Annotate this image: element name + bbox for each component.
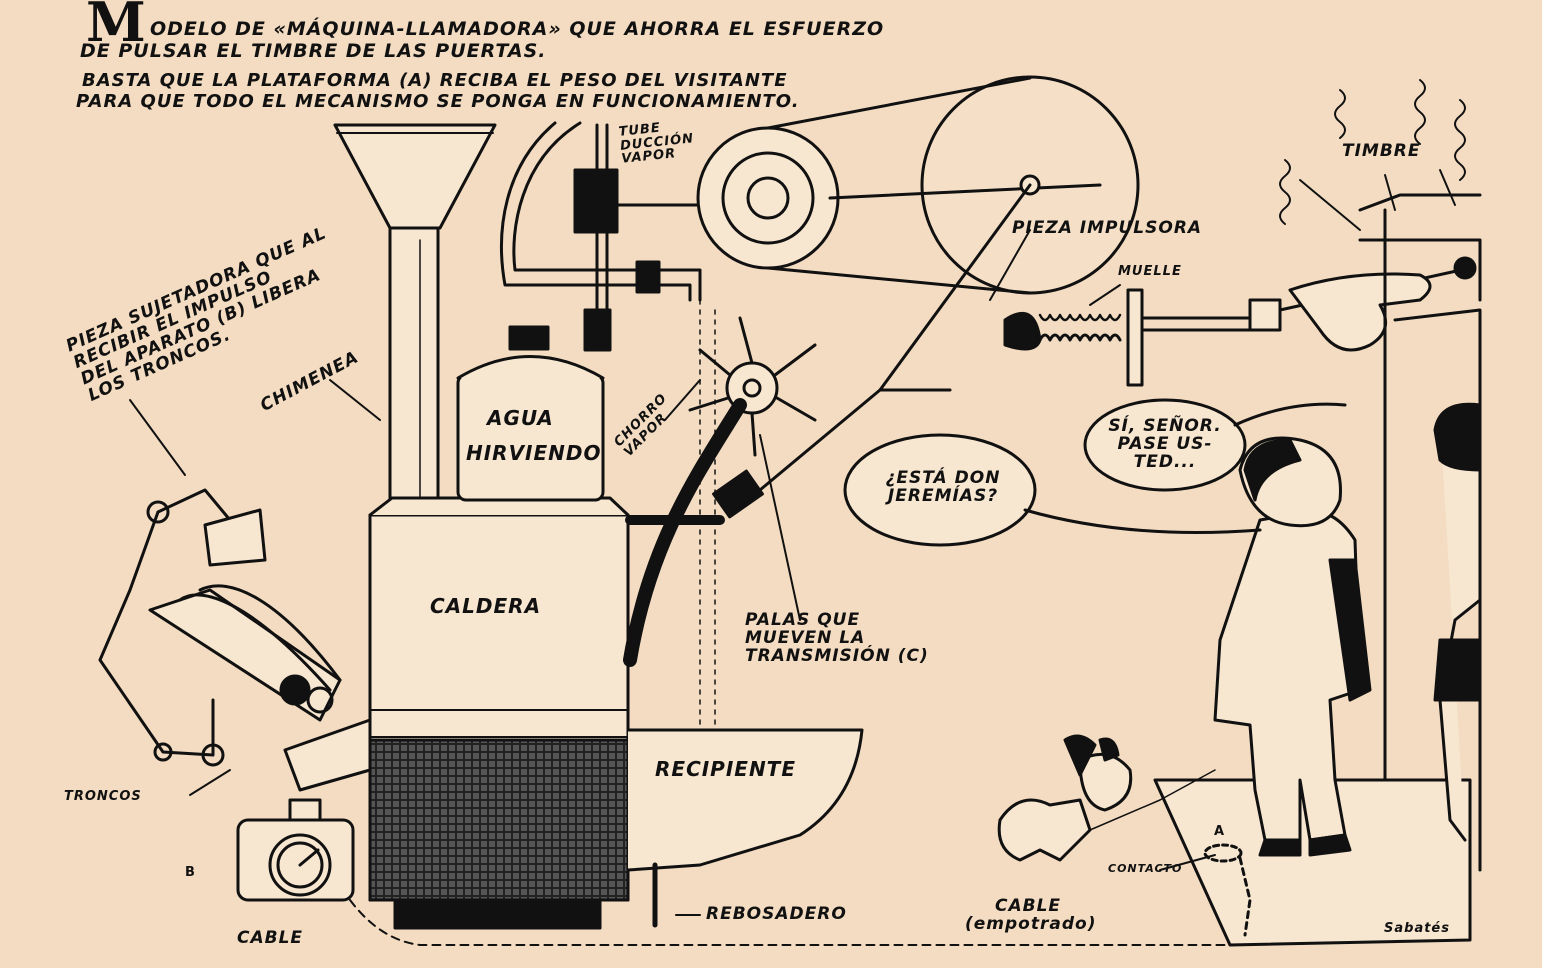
cable-embedded (349, 899, 1231, 946)
recipiente-label: RECIPIENTE (655, 757, 796, 781)
palas-line-3: TRANSMISIÓN (C) (745, 645, 929, 666)
title-line-1: ODELO DE «MÁQUINA-LLAMADORA» QUE AHORRA … (150, 18, 885, 40)
paddle-wheel (623, 316, 817, 667)
maid-speech: SÍ, SEÑOR. PASE US- TED... (1108, 416, 1222, 472)
speech-bubbles (843, 398, 1347, 547)
title-initial: M (86, 0, 147, 54)
dog (997, 734, 1216, 862)
title-line-2: DE PULSAR EL TIMBRE DE LAS PUERTAS. (80, 40, 547, 62)
muelle-label: MUELLE (1118, 264, 1182, 279)
visitor-man (1213, 436, 1372, 857)
palas-line-1: PALAS QUE (745, 610, 861, 630)
timbre-label: TIMBRE (1342, 141, 1421, 161)
visitor-speech: ¿ESTÁ DON JEREMÍAS? (885, 468, 1001, 506)
pointer-lines (129, 229, 1216, 916)
hirviendo-label: HIRVIENDO (466, 441, 602, 465)
a-label: A (1214, 824, 1226, 839)
troncos-label: TRONCOS (64, 789, 142, 804)
empotrado-label: (empotrado) (965, 914, 1097, 934)
platform-a (1153, 778, 1472, 947)
tuberia-vapor-label: TUBE DUCCIÓN VAPOR (618, 118, 696, 167)
bell-sound-lines (1279, 79, 1466, 231)
agua-label: AGUA (487, 406, 554, 430)
pieza-impulsora-label: PIEZA IMPULSORA (1012, 218, 1203, 238)
pressing-hand (1288, 272, 1432, 352)
title-line-4: PARA QUE TODO EL MECANISMO SE PONGA EN F… (76, 91, 800, 112)
title-line-3: BASTA QUE LA PLATAFORMA (A) RECIBA EL PE… (82, 70, 788, 91)
steam-pipes (500, 121, 702, 352)
maid-woman (1433, 402, 1482, 842)
log-mechanism (98, 488, 372, 792)
chimney (333, 123, 497, 515)
recipient-basin (626, 299, 864, 928)
device-b (236, 798, 355, 902)
rebosadero-label: REBOSADERO (706, 904, 847, 924)
cable-right-label: CABLE (995, 896, 1062, 916)
signature: Sabatés (1384, 921, 1450, 936)
palas-label: PALAS QUE MUEVEN LA TRANSMISIÓN (C) (745, 610, 929, 666)
water-can (456, 325, 605, 502)
boiler (368, 496, 630, 930)
contacto-label: CONTACTO (1108, 862, 1183, 875)
lever-arm (712, 183, 1032, 519)
caldera-label: CALDERA (430, 594, 542, 618)
palas-line-2: MUEVEN LA (745, 627, 866, 648)
cable-left-label: CABLE (237, 928, 304, 948)
b-label: B (185, 865, 196, 880)
